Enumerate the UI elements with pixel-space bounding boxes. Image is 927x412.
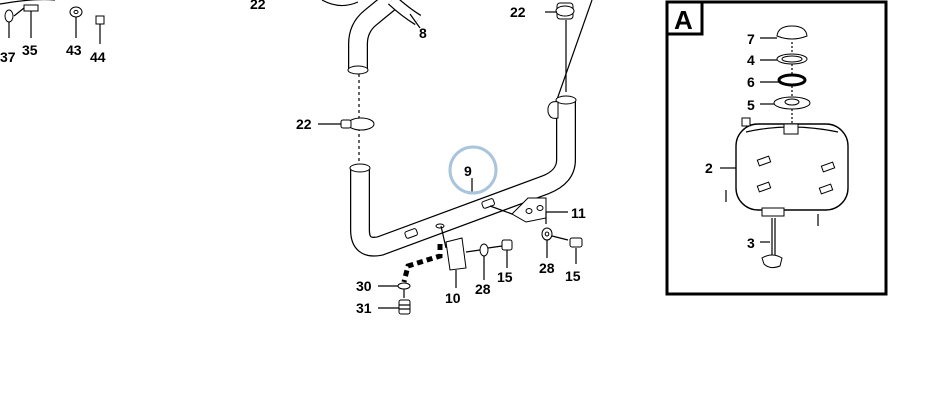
label-15-b: 15: [565, 268, 581, 284]
label-28-b: 28: [539, 260, 555, 276]
detail-view-letter-box: [665, 0, 704, 36]
level-sensor-3: [760, 218, 783, 269]
label-4: 4: [747, 52, 755, 68]
coolant-pipe-9: [349, 95, 577, 257]
seal-ring-4: [760, 53, 808, 65]
label-22-mid: 22: [296, 116, 312, 132]
label-44: 44: [90, 49, 106, 65]
label-43: 43: [66, 42, 82, 58]
label-6: 6: [747, 74, 755, 90]
label-8: 8: [419, 25, 427, 41]
clamp-22-mid: [318, 117, 375, 131]
label-37: 37: [0, 49, 16, 65]
gasket-6: [760, 73, 807, 87]
label-35: 35: [22, 42, 38, 58]
label-30: 30: [356, 278, 372, 294]
bracket-10: [440, 225, 513, 288]
label-10: 10: [445, 290, 461, 306]
fastener-group-top-left: [0, 0, 105, 44]
label-28-a: 28: [475, 281, 491, 297]
label-22-top-left: 22: [250, 0, 266, 12]
highlight-circle: [448, 145, 498, 195]
upper-hose-8: [321, 0, 422, 75]
label-15-a: 15: [497, 269, 513, 285]
cap-7: [760, 25, 808, 40]
fastener-group-right: [541, 212, 583, 264]
label-3: 3: [747, 235, 755, 251]
bracket-11: [489, 197, 568, 223]
clamp-22-top: [545, 0, 593, 109]
label-2: 2: [705, 160, 713, 176]
label-9: 9: [464, 163, 472, 179]
label-22-top-right: 22: [510, 4, 526, 20]
label-7: 7: [747, 31, 755, 47]
expansion-tank-2: [720, 117, 849, 226]
label-5: 5: [747, 97, 755, 113]
drain-assembly: [378, 244, 443, 315]
label-11: 11: [571, 205, 586, 221]
detail-view-frame: [665, 0, 888, 296]
detail-view-letter: A: [674, 5, 693, 35]
label-31: 31: [356, 300, 372, 316]
